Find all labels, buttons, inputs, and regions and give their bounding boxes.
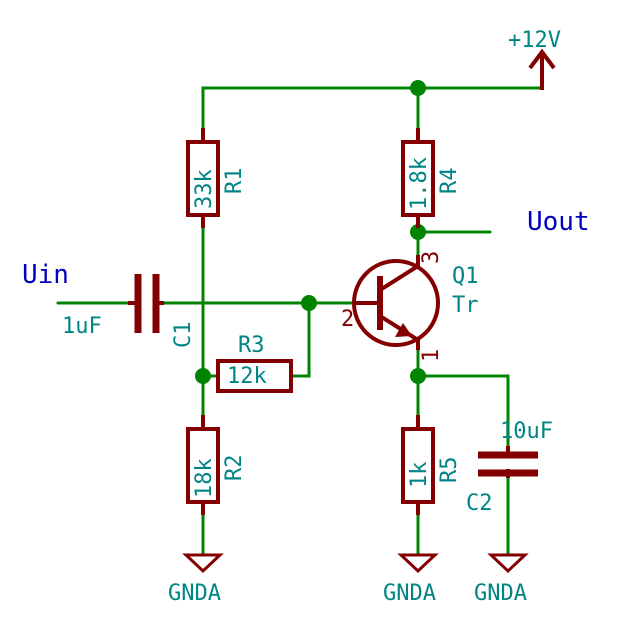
q1-ref: Q1 (452, 264, 479, 289)
c2-value: 10uF (500, 419, 553, 444)
transistor-q1: 2 3 1 Q1 Tr (341, 251, 479, 362)
gnd-label-r5: GNDA (383, 581, 436, 606)
junctions (195, 80, 426, 384)
resistor-r5: 1k R5 (401, 415, 462, 515)
capacitor-c2: 10uF C2 (466, 419, 553, 516)
resistor-r4: 1.8k R4 (401, 128, 462, 228)
resistor-r3: 12k R3 (216, 333, 293, 393)
junction-base (301, 295, 317, 311)
resistor-r2: 18k R2 (186, 415, 247, 515)
resistor-r1: 33k R1 (186, 128, 247, 228)
net-label-input: Uin (22, 260, 69, 290)
gnd-label-r2: GNDA (168, 581, 221, 606)
ground-symbol-r5: GNDA (383, 553, 439, 606)
r5-ref: R5 (437, 457, 462, 484)
emitter-arrow-icon (395, 323, 412, 337)
q1-pin-base: 2 (341, 307, 354, 332)
junction-vcc (410, 80, 426, 96)
r4-ref: R4 (437, 168, 462, 195)
ground-symbol-r2: GNDA (168, 553, 224, 606)
c2-top-wire (416, 374, 510, 448)
vcc-label: +12V (508, 28, 561, 53)
ground-symbol-c2: GNDA (474, 553, 529, 606)
r3-ref: R3 (238, 333, 265, 358)
q1-pin-emitter: 1 (419, 349, 444, 362)
junction-collector (410, 224, 426, 240)
r1-ref: R1 (222, 168, 247, 195)
q1-pin-collector: 3 (419, 251, 444, 264)
c2-ref: C2 (466, 491, 493, 516)
r1-value: 33k (192, 169, 217, 209)
r3-feedback-wire (289, 301, 311, 378)
q1-value: Tr (452, 293, 479, 318)
r2-ref: R2 (222, 455, 247, 482)
junction-r3 (195, 368, 211, 384)
gnd-label-c2: GNDA (474, 581, 527, 606)
vcc-rail-wire (201, 68, 544, 144)
r4-value: 1.8k (407, 157, 432, 210)
r2-value: 18k (192, 458, 217, 498)
junction-emitter (410, 368, 426, 384)
c1-value: 1uF (62, 314, 102, 339)
net-label-output: Uout (527, 207, 590, 237)
r5-value: 1k (407, 462, 432, 489)
r3-value: 12k (227, 364, 267, 389)
vcc-symbol: +12V (508, 28, 561, 90)
capacitor-c1: 1uF C1 (62, 274, 196, 348)
c1-ref: C1 (171, 322, 196, 349)
